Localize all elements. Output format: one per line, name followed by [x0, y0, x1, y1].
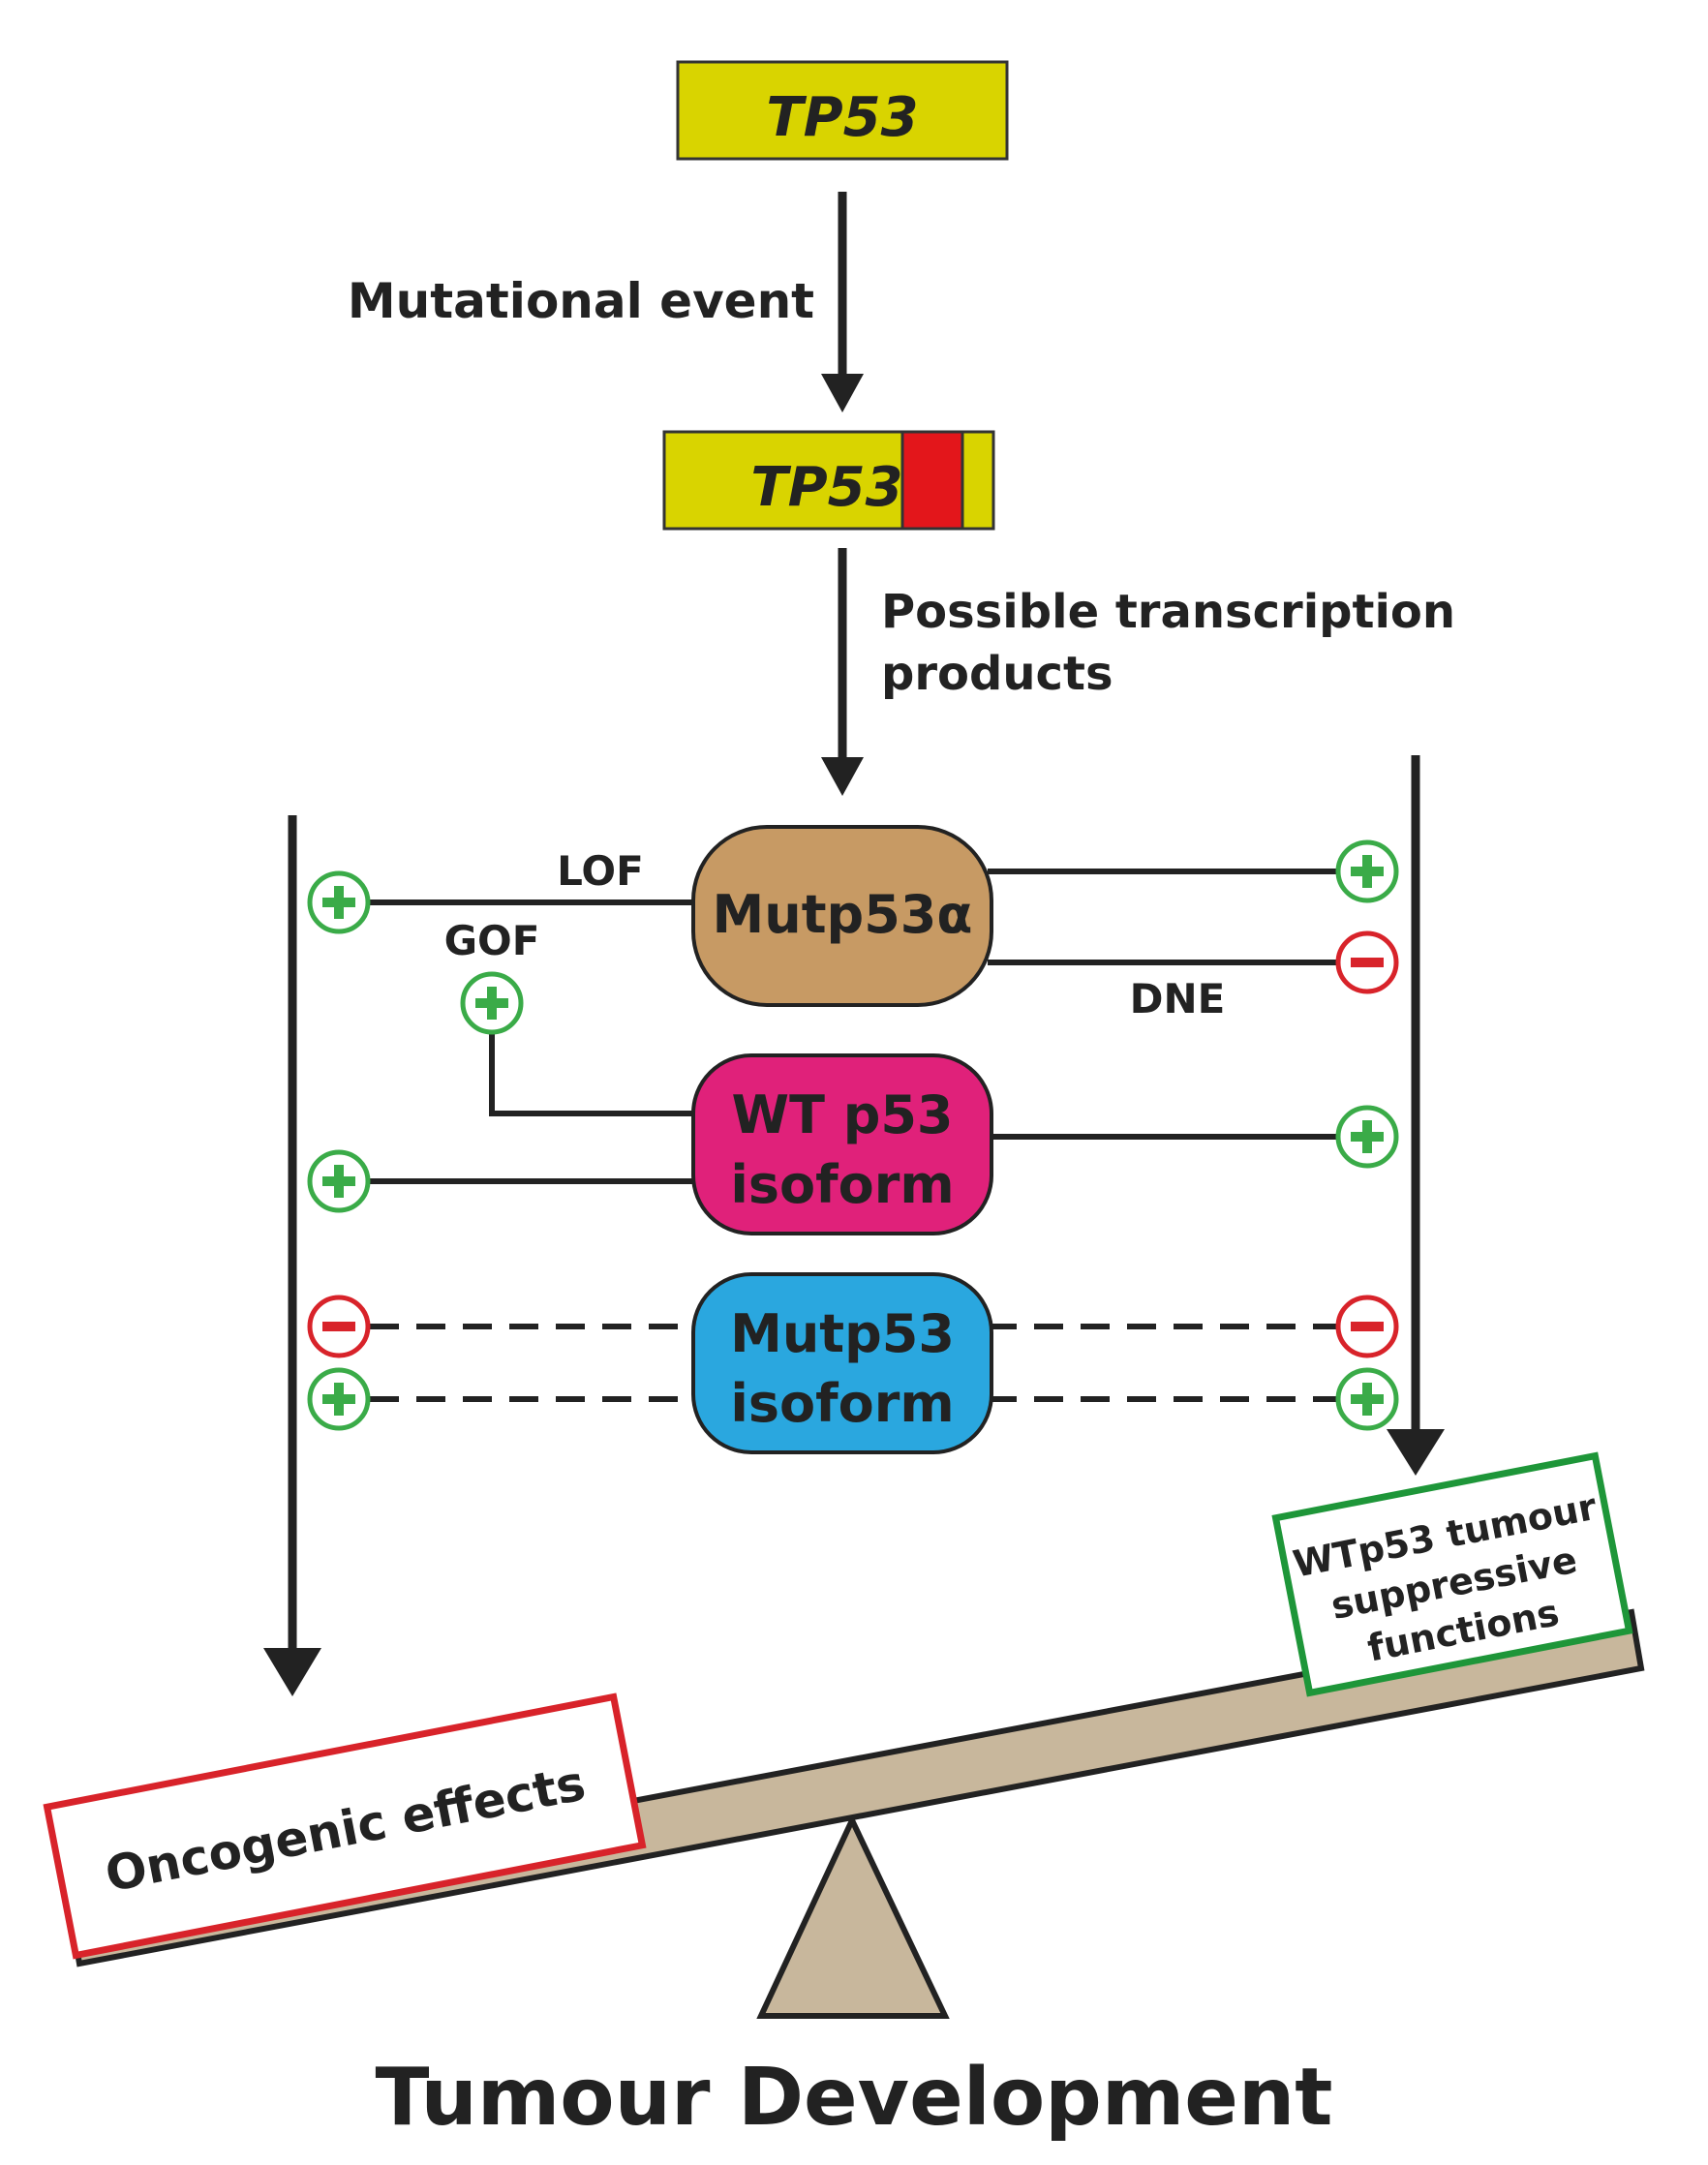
mutated-tp53-gene-label: TP53 [750, 456, 902, 519]
tp53-gene-label: TP53 [766, 86, 918, 149]
mutp53a-label: Mutp53α [713, 884, 973, 945]
possible-transcription-label-line1: Possible transcription [881, 585, 1455, 639]
mutation-site-marker [900, 430, 964, 531]
mutational-event-arrowhead [821, 374, 864, 412]
plus-circle-icon [1335, 1105, 1399, 1169]
seesaw-fulcrum [756, 1813, 950, 2019]
transcription-arrowhead [821, 757, 864, 796]
suppressive-pathway-arrowhead [1387, 1429, 1445, 1476]
tumour-development-title: Tumour Development [376, 2052, 1333, 2144]
plus-circle-icon [307, 870, 371, 934]
mutp53-isoform-protein: Mutp53 isoform [691, 1272, 993, 1454]
minus-circle-icon [307, 1295, 371, 1358]
wt-isoform-label-line2: isoform [730, 1154, 954, 1215]
dne-label: DNE [1130, 975, 1226, 1022]
wt-isoform-gof-line [489, 1034, 697, 1116]
minus-circle-icon [1335, 1295, 1399, 1358]
wt-p53-isoform-protein: WT p53 isoform [691, 1053, 993, 1235]
mutational-event-label: Mutational event [348, 273, 814, 329]
wt-isoform-label-line1: WT p53 [732, 1084, 954, 1145]
suppressive-functions-box: WTp53 tumour suppressive functions [1271, 1451, 1633, 1697]
tp53-gene-box: TP53 [676, 60, 1009, 161]
oncogenic-pathway-arrowhead [263, 1648, 321, 1696]
mut-isoform-label-line2: isoform [730, 1373, 954, 1434]
mutated-tp53-gene-box: TP53 [662, 430, 995, 531]
oncogenic-effects-box: Oncogenic effects [43, 1692, 647, 1960]
minus-circle-icon [1335, 930, 1399, 994]
mutp53a-protein: Mutp53α [691, 825, 993, 1007]
plus-circle-icon [1335, 839, 1399, 903]
gof-label: GOF [444, 917, 540, 964]
plus-circle-icon [307, 1367, 371, 1431]
mut-isoform-label-line1: Mutp53 [730, 1303, 955, 1364]
plus-circle-icon [1335, 1367, 1399, 1431]
possible-transcription-label-line2: products [881, 647, 1113, 701]
plus-circle-icon [307, 1149, 371, 1213]
plus-circle-icon [460, 971, 524, 1035]
lof-label: LOF [557, 847, 644, 895]
